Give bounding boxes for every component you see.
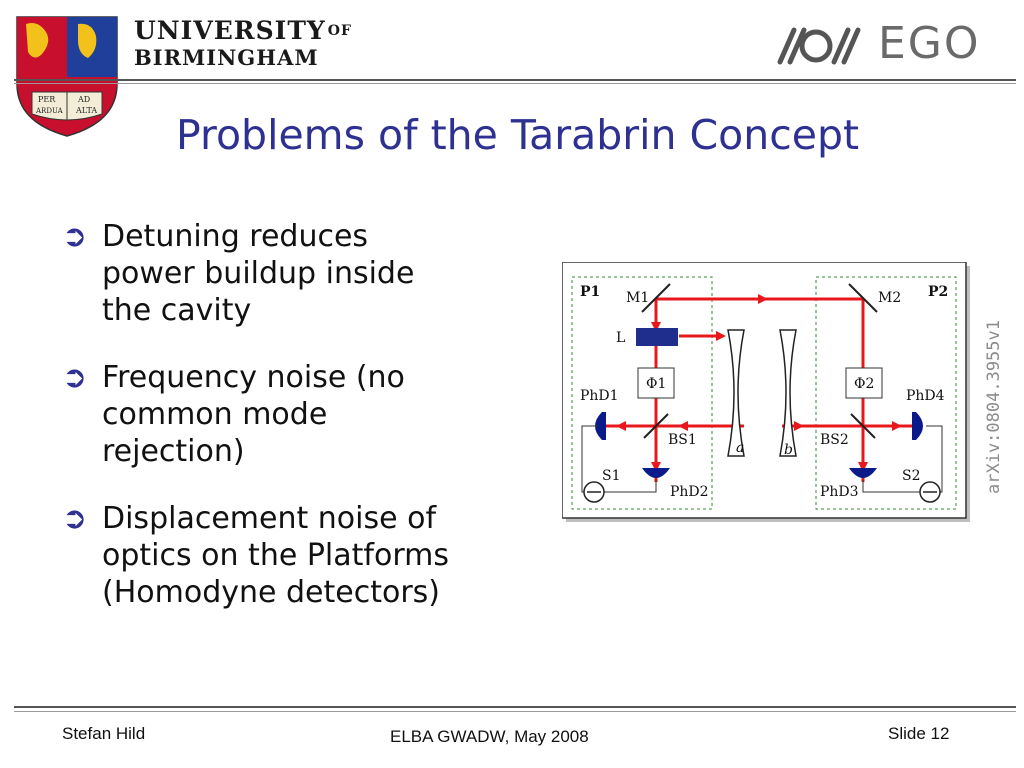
footer-author: Stefan Hild xyxy=(62,724,146,743)
university-of: OF xyxy=(327,23,352,39)
summing-junction-s2 xyxy=(919,481,941,503)
university-crest: PER AD ARDUA ALTA xyxy=(14,14,120,138)
bullet-line: power buildup inside xyxy=(102,256,415,291)
bullet-line: rejection) xyxy=(102,434,245,469)
label-bs2: BS2 xyxy=(820,432,849,448)
label-phi1: Φ1 xyxy=(646,376,666,392)
label-phd3: PhD3 xyxy=(820,484,859,500)
phase-shifter-phi1 xyxy=(637,367,675,399)
optical-setup-diagram: P1 P2 M1 M2 L Φ1 Φ2 PhD1 PhD4 BS1 BS2 S1… xyxy=(561,261,972,524)
bullet-line: common mode xyxy=(102,397,328,432)
footer-event: ELBA GWADW, May 2008 xyxy=(390,727,589,746)
bullet-item: ➲ Frequency noise (no common mode reject… xyxy=(62,359,522,470)
photodetector-phd2 xyxy=(642,468,670,478)
bullet-line: optics on the Platforms xyxy=(102,538,449,573)
crest-motto-alta: ALTA xyxy=(75,106,97,115)
photodetector-phd1 xyxy=(595,412,602,440)
ego-text: EGO xyxy=(878,18,981,69)
photodetector-phd3 xyxy=(849,468,877,478)
label-l: L xyxy=(616,330,625,346)
circled-arrow-icon: ➲ xyxy=(62,501,88,536)
crest-motto-ardua: ARDUA xyxy=(35,107,64,115)
arxiv-side-note: arXiv:0804.3955v1 xyxy=(984,320,1004,494)
header-rule-thin xyxy=(14,83,1016,84)
footer-rule-thin xyxy=(14,711,1016,712)
header-rule xyxy=(14,79,1016,81)
crest-motto-ad: AD xyxy=(77,95,90,104)
mirror-m2 xyxy=(848,283,878,313)
photodetector-phd4 xyxy=(916,412,923,440)
bullet-item: ➲ Displacement noise of optics on the Pl… xyxy=(62,500,522,611)
label-phd2: PhD2 xyxy=(670,484,709,500)
label-m2: M2 xyxy=(878,290,901,306)
label-phd4: PhD4 xyxy=(906,388,945,404)
beam-splitter-bs1 xyxy=(643,413,669,439)
crest-motto-per: PER xyxy=(38,95,56,104)
label-s1: S1 xyxy=(602,468,621,484)
label-b: b xyxy=(784,442,793,458)
footer-rule xyxy=(14,706,1016,708)
label-phd1: PhD1 xyxy=(580,388,619,404)
label-p2: P2 xyxy=(928,284,948,300)
label-phi2: Φ2 xyxy=(854,376,874,392)
bullet-line: Detuning reduces xyxy=(102,219,369,254)
footer-slide-number: Slide 12 xyxy=(888,724,950,743)
mirror-m1 xyxy=(641,283,671,313)
circled-arrow-icon: ➲ xyxy=(62,360,88,395)
ego-logo: EGO xyxy=(772,18,997,69)
cavity-mirror-a xyxy=(727,329,745,457)
ego-emblem-icon xyxy=(777,27,861,65)
label-s2: S2 xyxy=(902,468,921,484)
bullet-line: the cavity xyxy=(102,293,252,328)
beam-splitter-bs2 xyxy=(850,413,876,439)
bullet-line: (Homodyne detectors) xyxy=(102,575,440,610)
bullet-list: ➲ Detuning reduces power buildup inside … xyxy=(62,218,522,627)
label-a: a xyxy=(736,440,744,456)
slide-title: Problems of the Tarabrin Concept xyxy=(176,111,860,159)
bullet-item: ➲ Detuning reduces power buildup inside … xyxy=(62,218,522,329)
circled-arrow-icon: ➲ xyxy=(62,219,88,254)
phase-shifter-phi2 xyxy=(845,367,883,399)
label-m1: M1 xyxy=(626,290,649,306)
label-p1: P1 xyxy=(580,284,600,300)
bullet-line: Displacement noise of xyxy=(102,501,437,536)
cavity-mirror-b xyxy=(779,329,797,457)
laser-block xyxy=(636,328,678,346)
summing-junction-s1 xyxy=(583,481,605,503)
label-bs1: BS1 xyxy=(668,432,697,448)
university-line1: UNIVERSITY xyxy=(134,16,326,45)
bullet-line: Frequency noise (no xyxy=(102,360,405,395)
university-line2: BIRMINGHAM xyxy=(134,45,319,70)
